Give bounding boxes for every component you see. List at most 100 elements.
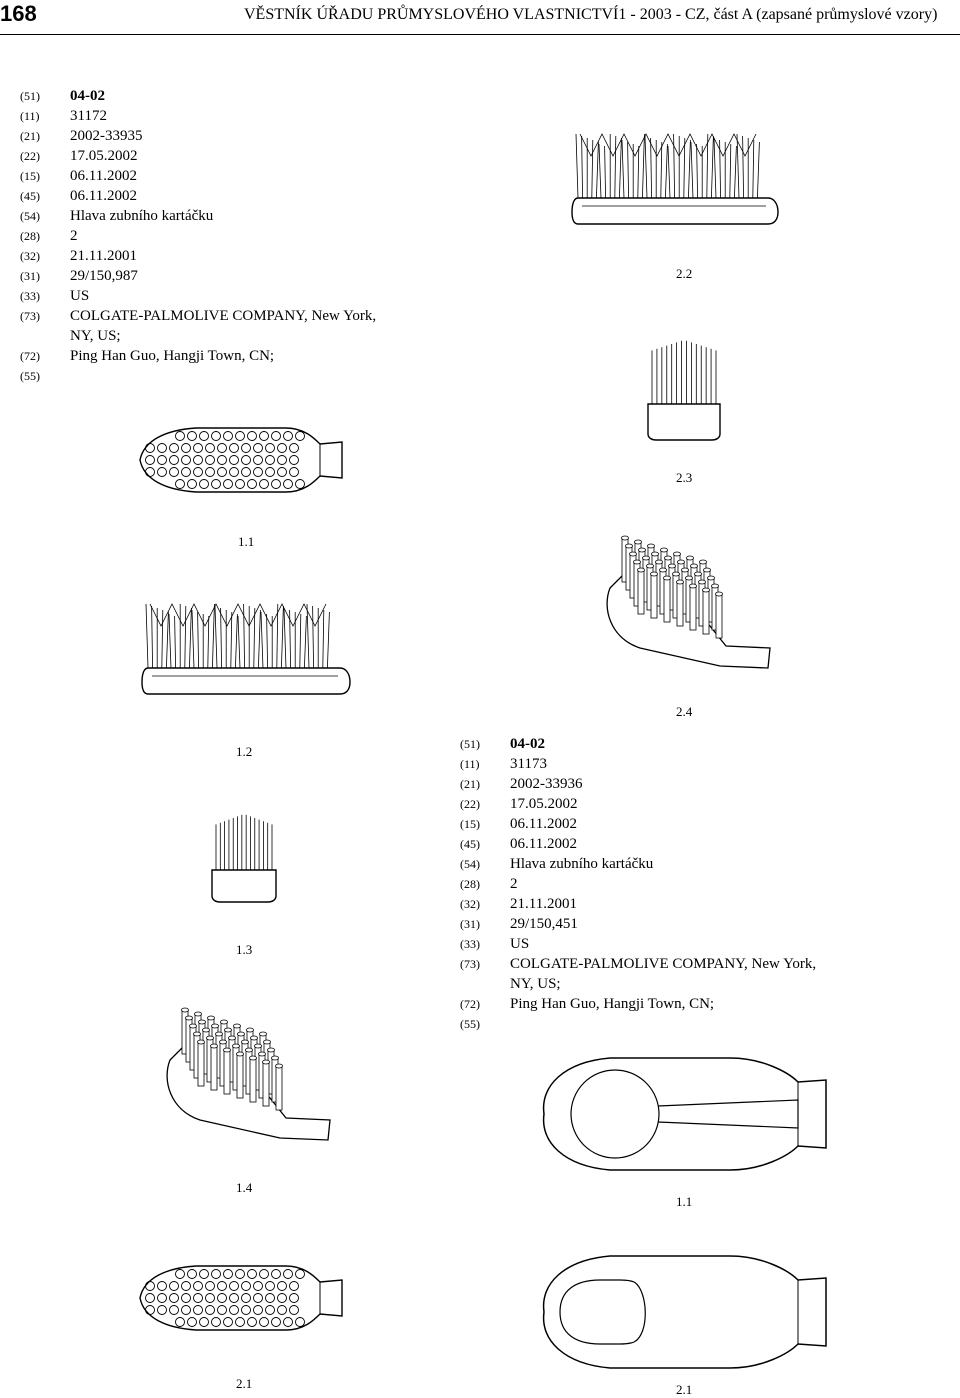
journal-title: VĚSTNÍK ÚŘADU PRŮMYSLOVÉHO VLASTNICTVÍ1 … [244,6,938,23]
inid-code: (51) [20,89,40,103]
field-row: (55) [20,366,440,386]
figure-2-1-smooth-head-view [530,1250,840,1374]
field-row: (21)2002-33935 [20,126,440,146]
inid-code: (33) [20,289,40,303]
field-value: 06.11.2002 [70,168,137,184]
caption-1-4: 1.4 [236,1180,253,1195]
caption-2-1-left: 2.1 [236,1376,253,1391]
inid-code: (72) [20,349,40,363]
field-row: (22) 17.05.2002 [20,146,440,166]
field-value: 17.05.2002 [510,796,578,812]
field-row: (72) Ping Han Guo, Hangji Town, CN; [20,346,440,366]
field-value: 29/150,451 [510,916,578,932]
inid-code: (11) [460,757,480,771]
design-record-31173: (51)04-02(11)31173(21)2002-33936(22)17.0… [460,734,880,1034]
caption-1-1: 1.1 [238,534,255,549]
field-row: (51) 04-02 [460,734,880,754]
field-row: (31) 29/150,987 [20,266,440,286]
inid-code: (73) [20,309,40,323]
field-value: 04-02 [70,88,105,104]
field-row: (32) 21.11.2001 [460,894,880,914]
inid-code: (45) [20,189,40,203]
field-row: (32) 21.11.2001 [20,246,440,266]
field-row: (72)Ping Han Guo, Hangji Town, CN; [460,994,880,1014]
inid-code: (32) [20,249,40,263]
field-value: 2002-33936 [510,776,583,792]
field-value: 06.11.2002 [510,836,577,852]
field-row: (15) 06.11.2002 [20,166,440,186]
field-value: COLGATE-PALMOLIVE COMPANY, New York, [510,956,817,972]
field-row: (73) COLGATE-PALMOLIVE COMPANY, New York, [20,306,440,326]
field-value: 21.11.2001 [70,248,137,264]
caption-2-3: 2.3 [676,470,693,485]
design-record-31172: (51) 04-02 (11) 31172 (21)2002-33935 (22) 17.0… [20,86,440,386]
field-value: 31173 [510,756,547,772]
field-value: 04-02 [510,736,545,752]
figure-2-2-side-view [570,126,786,230]
figure-2-3-end-view [642,334,726,444]
field-row: (15) 06.11.2002 [460,814,880,834]
field-value: 17.05.2002 [70,148,138,164]
field-row: (11) 31173 [460,754,880,774]
field-row: (73) COLGATE-PALMOLIVE COMPANY, New York, [460,954,880,974]
field-value: 29/150,987 [70,268,138,284]
field-value-continuation: NY, US; [70,328,121,344]
field-row: (45) 06.11.2002 [460,834,880,854]
inid-code: (22) [20,149,40,163]
field-row-continuation: NY, US; [460,974,880,994]
figure-1-4-perspective-view [160,1000,340,1150]
field-row: (51) 04-02 [20,86,440,106]
field-row: (33) US [460,934,880,954]
field-value: 21.11.2001 [510,896,577,912]
inid-code: (54) [460,857,480,871]
field-row: (55) [460,1014,880,1034]
inid-code: (45) [460,837,480,851]
field-value: US [70,288,90,304]
field-row: (28)2 [460,874,880,894]
inid-code: (33) [460,937,480,951]
inid-code: (32) [460,897,480,911]
field-row: (45) 06.11.2002 [20,186,440,206]
figure-2-4-perspective-view [600,528,780,678]
caption-1-1-record-2: 1.1 [676,1194,693,1209]
field-row: (28) 2 [20,226,440,246]
field-row: (54)Hlava zubního kartáčku [460,854,880,874]
inid-code: (54) [20,209,40,223]
field-value: Ping Han Guo, Hangji Town, CN; [70,348,275,364]
figure-1-1-top-view [136,424,348,496]
page-header: 168 VĚSTNÍK ÚŘADU PRŮMYSLOVÉHO VLASTNICT… [0,0,960,34]
inid-code: (28) [20,229,40,243]
inid-code: (31) [20,269,40,283]
inid-code: (11) [20,109,40,123]
field-row: (22)17.05.2002 [460,794,880,814]
page-number: 168 [0,1,37,26]
caption-2-2: 2.2 [676,266,693,281]
figure-1-3-end-view [206,808,282,904]
field-value: 31172 [70,108,107,124]
field-value: US [510,936,530,952]
field-value: 06.11.2002 [70,188,137,204]
field-value: 2 [510,876,518,892]
inid-code: (55) [460,1017,480,1031]
field-row: (33) US [20,286,440,306]
figure-1-1-smooth-head-view [530,1052,840,1176]
field-value: 06.11.2002 [510,816,577,832]
inid-code: (73) [460,957,480,971]
inid-code: (31) [460,917,480,931]
field-row: (54) Hlava zubního kartáčku [20,206,440,226]
caption-2-4: 2.4 [676,704,693,719]
field-row: (31) 29/150,451 [460,914,880,934]
caption-1-2: 1.2 [236,744,253,759]
field-value: Hlava zubního kartáčku [70,208,214,224]
caption-1-3: 1.3 [236,942,253,957]
inid-code: (15) [460,817,480,831]
field-value: Ping Han Guo, Hangji Town, CN; [510,996,715,1012]
inid-code: (51) [460,737,480,751]
caption-2-1-record-2: 2.1 [676,1382,693,1397]
field-row: (11) 31172 [20,106,440,126]
field-value: 2 [70,228,78,244]
field-row-continuation: NY, US; [20,326,440,346]
inid-code: (15) [20,169,40,183]
field-value: COLGATE-PALMOLIVE COMPANY, New York, [70,308,377,324]
inid-code: (55) [20,369,40,383]
